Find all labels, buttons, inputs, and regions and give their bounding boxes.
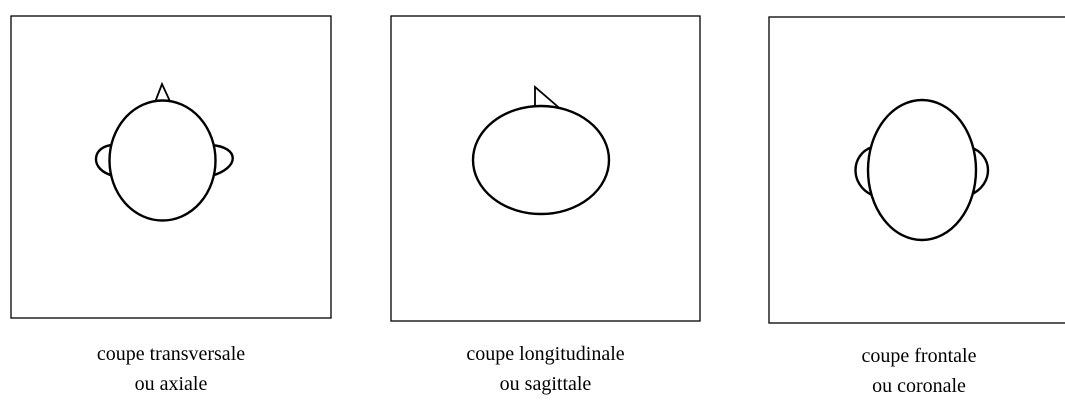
caption-line-2: ou sagittale xyxy=(391,369,700,399)
panel-longitudinal: coupe longitudinale ou sagittale xyxy=(340,0,710,398)
caption-line-1: coupe frontale xyxy=(769,341,1065,371)
frontal-section-diagram xyxy=(710,0,1065,330)
panel-transverse: coupe transversale ou axiale xyxy=(0,0,340,398)
caption-line-1: coupe longitudinale xyxy=(391,339,700,369)
panel-frontal: coupe frontale ou coronale xyxy=(710,0,1065,398)
head-outline xyxy=(473,106,609,214)
caption-longitudinal: coupe longitudinale ou sagittale xyxy=(391,339,700,399)
caption-line-1: coupe transversale xyxy=(11,339,331,369)
caption-line-2: ou axiale xyxy=(11,369,331,399)
caption-frontal: coupe frontale ou coronale xyxy=(769,341,1065,401)
caption-line-2: ou coronale xyxy=(769,371,1065,401)
longitudinal-section-diagram xyxy=(340,0,710,330)
head-outline xyxy=(110,101,216,221)
head-outline xyxy=(868,100,976,240)
transverse-section-diagram xyxy=(0,0,340,330)
caption-transverse: coupe transversale ou axiale xyxy=(11,339,331,399)
